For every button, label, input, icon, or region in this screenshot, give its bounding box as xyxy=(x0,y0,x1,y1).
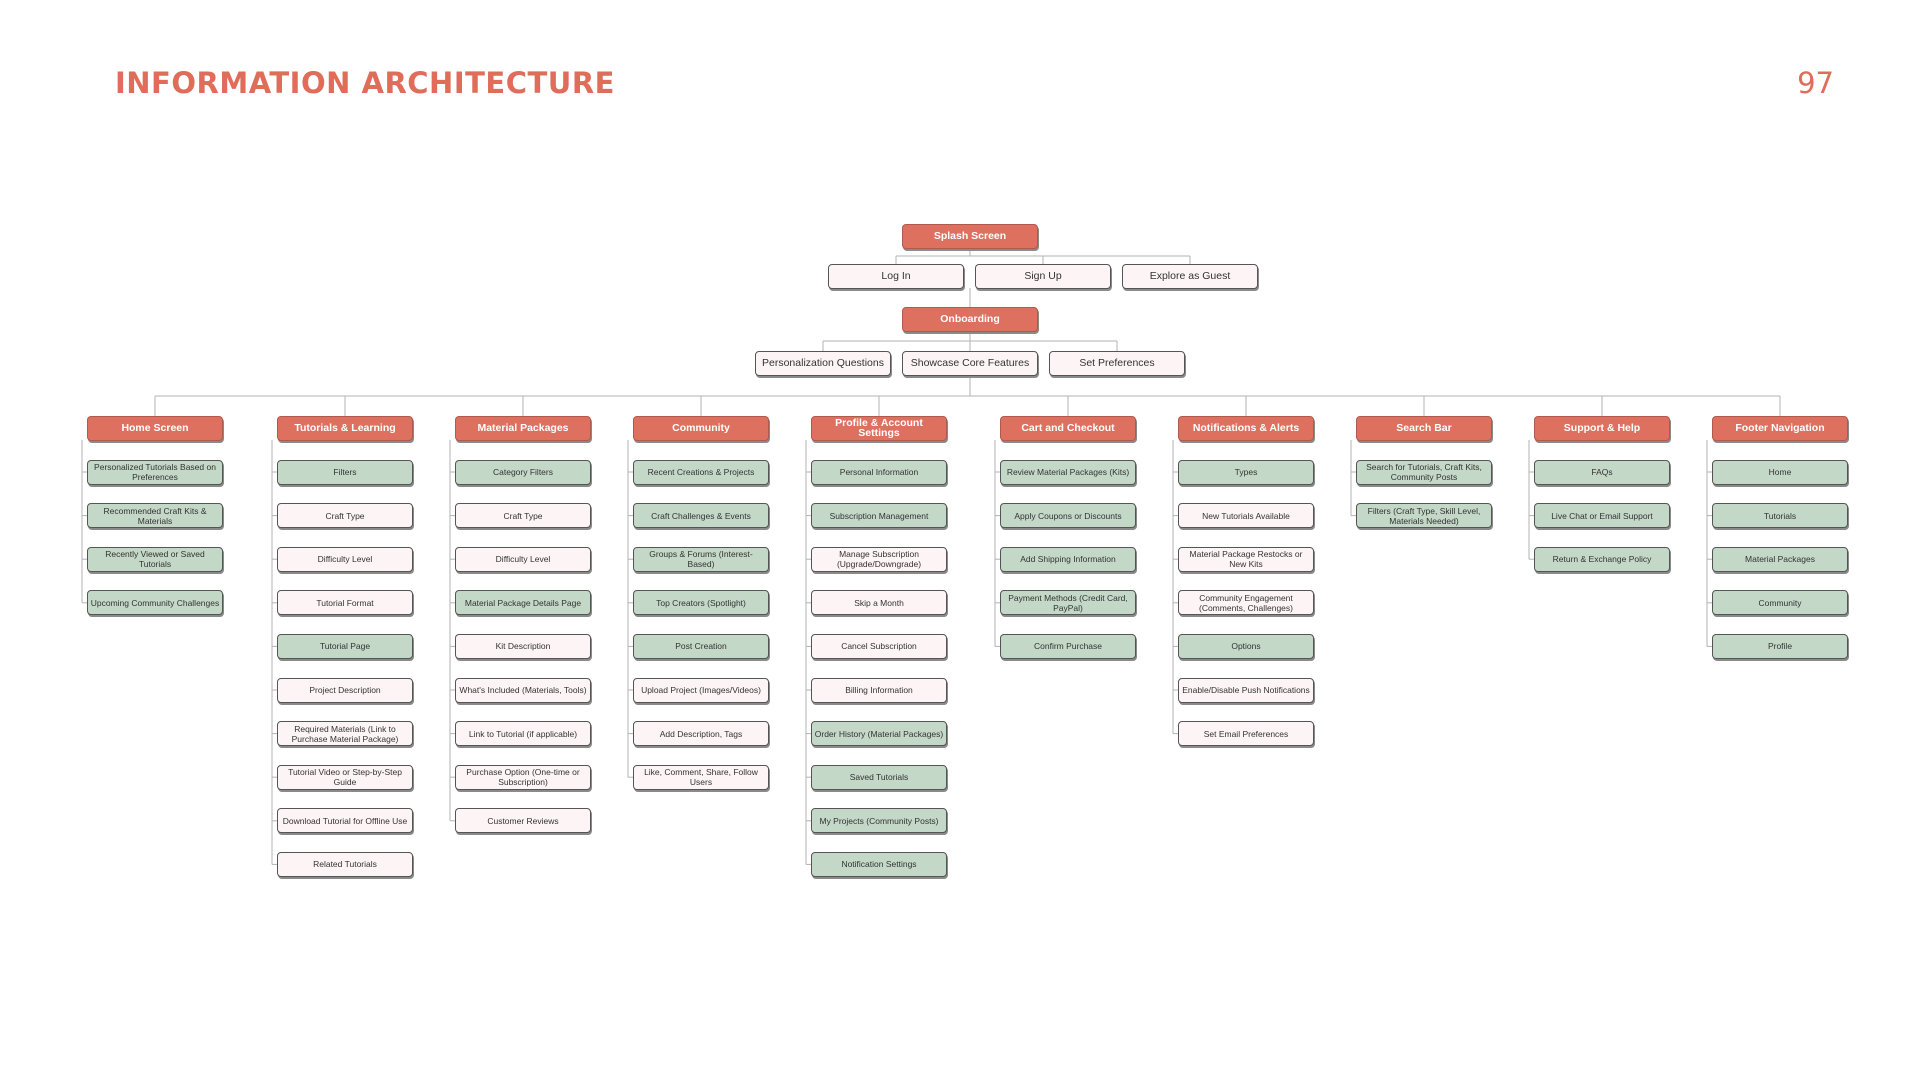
item-my-projects-community-posts: My Projects (Community Posts) xyxy=(811,808,947,834)
item-purchase-option-one-time-or-subscription: Purchase Option (One-time or Subscriptio… xyxy=(455,764,591,790)
section-support-and-help: Support & Help xyxy=(1534,415,1670,441)
item-post-creation: Post Creation xyxy=(633,633,769,659)
item-manage-subscription-upgrade-downgrade: Manage Subscription (Upgrade/Downgrade) xyxy=(811,546,947,572)
item-set-email-preferences: Set Email Preferences xyxy=(1178,721,1314,747)
node-onboarding: Onboarding xyxy=(902,306,1038,332)
item-skip-a-month: Skip a Month xyxy=(811,590,947,616)
section-footer-navigation: Footer Navigation xyxy=(1712,415,1848,441)
item-recently-viewed-or-saved-tutorials: Recently Viewed or Saved Tutorials xyxy=(87,546,223,572)
item-difficulty-level: Difficulty Level xyxy=(277,546,413,572)
item-craft-challenges-and-events: Craft Challenges & Events xyxy=(633,503,769,529)
item-community: Community xyxy=(1712,590,1848,616)
item-upcoming-community-challenges: Upcoming Community Challenges xyxy=(87,590,223,616)
item-required-materials-link-to-purchase-material-package: Required Materials (Link to Purchase Mat… xyxy=(277,721,413,747)
item-subscription-management: Subscription Management xyxy=(811,503,947,529)
section-material-packages: Material Packages xyxy=(455,415,591,441)
item-customer-reviews: Customer Reviews xyxy=(455,808,591,834)
item-notification-settings: Notification Settings xyxy=(811,851,947,877)
section-notifications-and-alerts: Notifications & Alerts xyxy=(1178,415,1314,441)
item-upload-project-images-videos: Upload Project (Images/Videos) xyxy=(633,677,769,703)
item-like-comment-share-follow-users: Like, Comment, Share, Follow Users xyxy=(633,764,769,790)
item-tutorial-page: Tutorial Page xyxy=(277,633,413,659)
item-craft-type: Craft Type xyxy=(277,503,413,529)
page-number: 97 xyxy=(1797,66,1834,100)
section-tutorials-and-learning: Tutorials & Learning xyxy=(277,415,413,441)
item-community-engagement-comments-challenges: Community Engagement (Comments, Challeng… xyxy=(1178,590,1314,616)
item-enable-disable-push-notifications: Enable/Disable Push Notifications xyxy=(1178,677,1314,703)
item-add-shipping-information: Add Shipping Information xyxy=(1000,546,1136,572)
item-search-for-tutorials-craft-kits-community-posts: Search for Tutorials, Craft Kits, Commun… xyxy=(1356,459,1492,485)
item-filters-craft-type-skill-level-materials-needed: Filters (Craft Type, Skill Level, Materi… xyxy=(1356,503,1492,529)
item-types: Types xyxy=(1178,459,1314,485)
item-new-tutorials-available: New Tutorials Available xyxy=(1178,503,1314,529)
item-recent-creations-and-projects: Recent Creations & Projects xyxy=(633,459,769,485)
item-recommended-craft-kits-and-materials: Recommended Craft Kits & Materials xyxy=(87,503,223,529)
item-profile: Profile xyxy=(1712,633,1848,659)
node-explore-as-guest: Explore as Guest xyxy=(1122,263,1258,289)
item-options: Options xyxy=(1178,633,1314,659)
item-groups-and-forums-interest-based: Groups & Forums (Interest-Based) xyxy=(633,546,769,572)
node-showcase-core-features: Showcase Core Features xyxy=(902,350,1038,376)
item-tutorial-format: Tutorial Format xyxy=(277,590,413,616)
node-log-in: Log In xyxy=(828,263,964,289)
item-cancel-subscription: Cancel Subscription xyxy=(811,633,947,659)
item-top-creators-spotlight: Top Creators (Spotlight) xyxy=(633,590,769,616)
item-link-to-tutorial-if-applicable: Link to Tutorial (if applicable) xyxy=(455,721,591,747)
item-material-package-restocks-or-new-kits: Material Package Restocks or New Kits xyxy=(1178,546,1314,572)
item-what-s-included-materials-tools: What's Included (Materials, Tools) xyxy=(455,677,591,703)
item-home: Home xyxy=(1712,459,1848,485)
item-faqs: FAQs xyxy=(1534,459,1670,485)
item-material-package-details-page: Material Package Details Page xyxy=(455,590,591,616)
item-kit-description: Kit Description xyxy=(455,633,591,659)
item-confirm-purchase: Confirm Purchase xyxy=(1000,633,1136,659)
item-personalized-tutorials-based-on-preferences: Personalized Tutorials Based on Preferen… xyxy=(87,459,223,485)
item-filters: Filters xyxy=(277,459,413,485)
node-personalization-questions: Personalization Questions xyxy=(755,350,891,376)
node-splash-screen: Splash Screen xyxy=(902,223,1038,249)
item-payment-methods-credit-card-paypal: Payment Methods (Credit Card, PayPal) xyxy=(1000,590,1136,616)
item-order-history-material-packages: Order History (Material Packages) xyxy=(811,721,947,747)
node-sign-up: Sign Up xyxy=(975,263,1111,289)
item-difficulty-level: Difficulty Level xyxy=(455,546,591,572)
page-title: INFORMATION ARCHITECTURE xyxy=(115,66,615,100)
item-project-description: Project Description xyxy=(277,677,413,703)
item-related-tutorials: Related Tutorials xyxy=(277,851,413,877)
item-return-and-exchange-policy: Return & Exchange Policy xyxy=(1534,546,1670,572)
section-profile-and-account-settings: Profile & Account Settings xyxy=(811,415,947,441)
item-craft-type: Craft Type xyxy=(455,503,591,529)
item-tutorial-video-or-step-by-step-guide: Tutorial Video or Step-by-Step Guide xyxy=(277,764,413,790)
item-tutorials: Tutorials xyxy=(1712,503,1848,529)
item-apply-coupons-or-discounts: Apply Coupons or Discounts xyxy=(1000,503,1136,529)
item-material-packages: Material Packages xyxy=(1712,546,1848,572)
section-search-bar: Search Bar xyxy=(1356,415,1492,441)
section-cart-and-checkout: Cart and Checkout xyxy=(1000,415,1136,441)
item-review-material-packages-kits: Review Material Packages (Kits) xyxy=(1000,459,1136,485)
section-community: Community xyxy=(633,415,769,441)
item-add-description-tags: Add Description, Tags xyxy=(633,721,769,747)
node-set-preferences: Set Preferences xyxy=(1049,350,1185,376)
item-personal-information: Personal Information xyxy=(811,459,947,485)
item-saved-tutorials: Saved Tutorials xyxy=(811,764,947,790)
item-billing-information: Billing Information xyxy=(811,677,947,703)
item-download-tutorial-for-offline-use: Download Tutorial for Offline Use xyxy=(277,808,413,834)
section-home-screen: Home Screen xyxy=(87,415,223,441)
item-category-filters: Category Filters xyxy=(455,459,591,485)
item-live-chat-or-email-support: Live Chat or Email Support xyxy=(1534,503,1670,529)
